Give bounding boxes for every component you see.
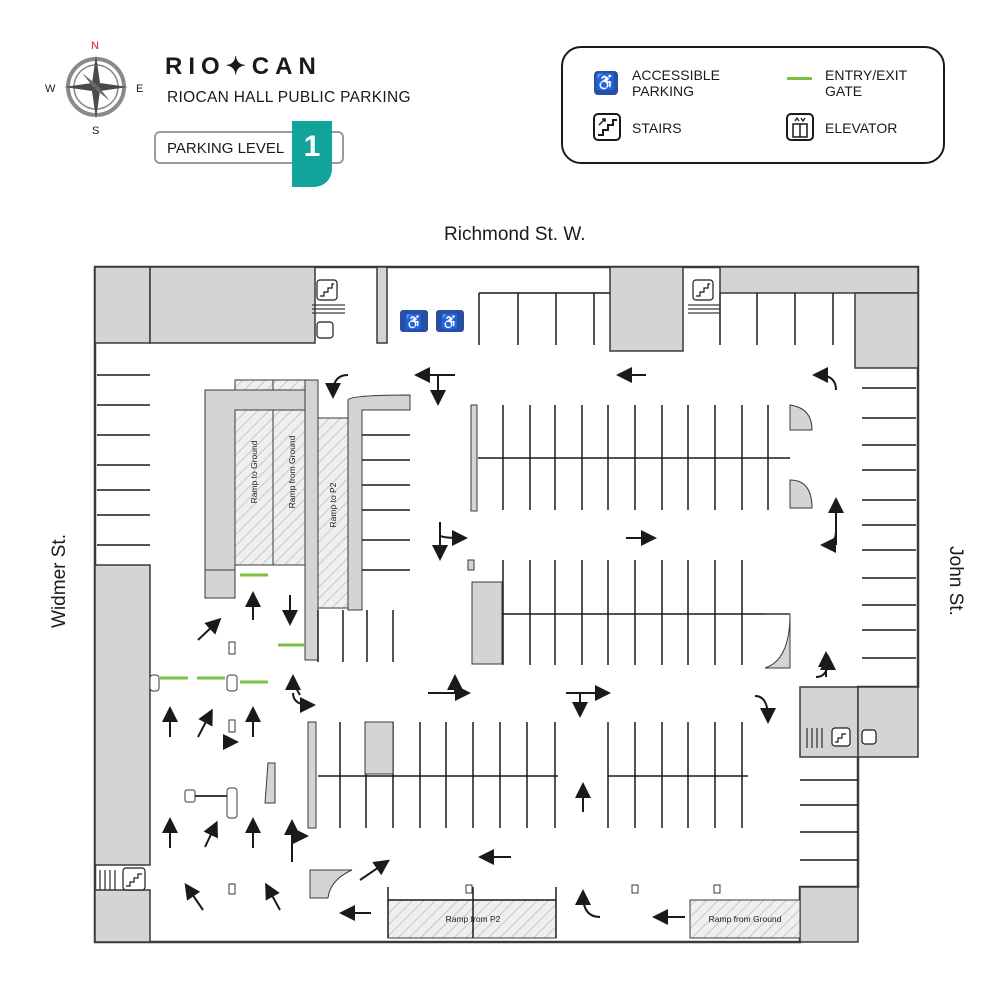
legend: [561, 46, 945, 164]
legend-gate-2: GATE: [825, 83, 863, 99]
svg-text:♿: ♿: [405, 313, 424, 331]
ramp-to-ground-label: Ramp to Ground: [249, 440, 259, 504]
level-label: PARKING LEVEL: [167, 140, 285, 157]
svg-text:♿: ♿: [441, 313, 460, 331]
accessible-parking-icon: ♿: [594, 71, 618, 95]
compass-icon: [64, 55, 128, 119]
legend-accessible-1: ACCESSIBLE: [632, 67, 720, 83]
street-north: Richmond St. W.: [444, 224, 586, 245]
traffic-arrows: [162, 367, 844, 925]
ramp-to-p2-label: Ramp to P2: [328, 482, 338, 528]
legend-gate-1: ENTRY/EXIT: [825, 67, 908, 83]
elevator-icon: [786, 113, 814, 141]
compass-e: E: [136, 83, 144, 95]
page-subtitle: RIOCAN HALL PUBLIC PARKING: [167, 89, 411, 106]
stairs-icon: [593, 113, 621, 141]
stall-lines: [97, 292, 916, 938]
legend-stairs: STAIRS: [632, 120, 682, 136]
level-number: 1: [292, 121, 332, 187]
legend-elevator: ELEVATOR: [825, 120, 898, 136]
compass-n: N: [91, 40, 99, 52]
walls: [93, 265, 920, 944]
legend-accessible-2: PARKING: [632, 83, 694, 99]
ramp-from-ground-left-label: Ramp from Ground: [287, 435, 297, 509]
ramp-from-p2-label: Ramp from P2: [445, 914, 501, 924]
compass-s: S: [92, 125, 100, 137]
brand-logo: RIO✦CAN: [165, 53, 322, 80]
gate-line-icon: [787, 77, 812, 80]
compass-w: W: [45, 83, 56, 95]
entry-exit-gates: [160, 573, 305, 684]
ramp-from-ground-bottom-label: Ramp from Ground: [708, 914, 782, 924]
